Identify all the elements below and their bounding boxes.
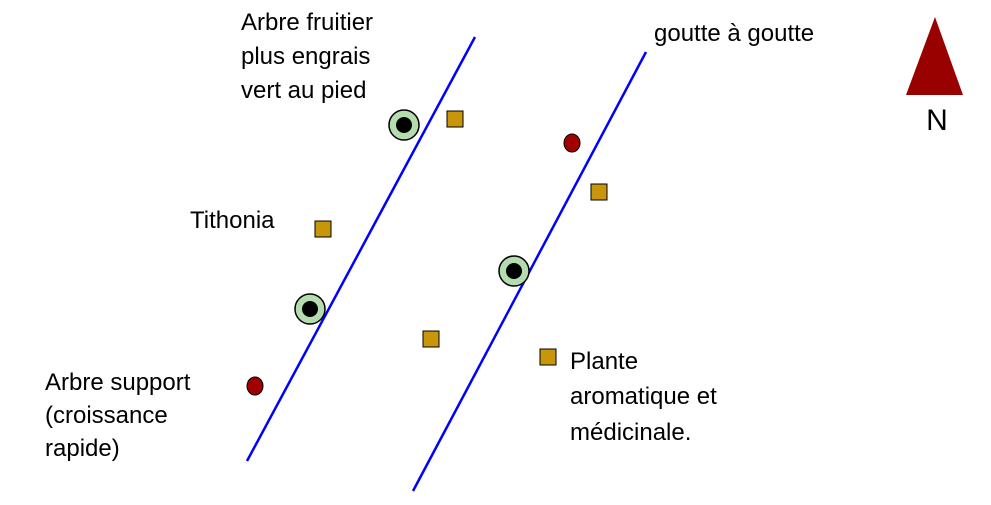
fruit-tree-label-3: vert au pied xyxy=(241,77,366,104)
plant-square-marker xyxy=(446,110,464,128)
fruit-tree-label-1: Arbre fruitier xyxy=(241,9,373,36)
drip-label: goutte à goutte xyxy=(654,20,814,47)
fruit-tree-label-2: plus engrais xyxy=(241,43,370,70)
aromatic-label-1: Plante xyxy=(570,348,638,375)
support-tree-label-3: rapide) xyxy=(45,435,120,462)
support-tree-marker xyxy=(563,133,581,153)
support-tree-label-2: (croissance xyxy=(45,402,168,429)
fruit-tree-marker xyxy=(388,109,420,141)
plant-square-marker xyxy=(539,348,557,366)
fruit-tree-marker xyxy=(294,293,326,325)
plant-square-marker xyxy=(590,183,608,201)
north-arrow-icon xyxy=(906,17,963,95)
aromatic-label-2: aromatique et xyxy=(570,383,717,410)
drip-line-left xyxy=(245,36,477,462)
aromatic-label-3: médicinale. xyxy=(570,419,691,446)
fruit-tree-marker xyxy=(498,255,530,287)
tithonia-label: Tithonia xyxy=(190,207,275,234)
support-tree-marker xyxy=(246,376,264,396)
plant-square-marker xyxy=(314,220,332,238)
north-label: N xyxy=(926,104,948,137)
plant-square-marker xyxy=(422,330,440,348)
support-tree-label-1: Arbre support xyxy=(45,369,191,396)
